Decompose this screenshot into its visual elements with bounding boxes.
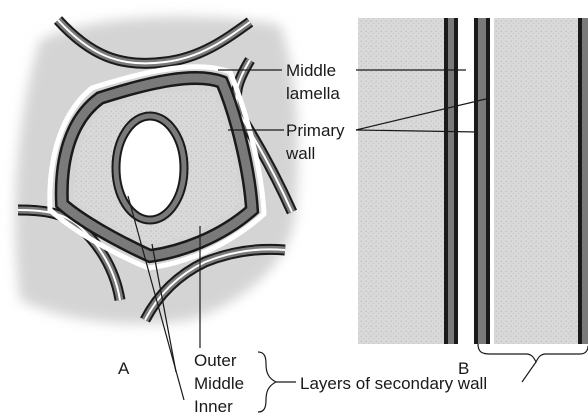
- b-outer-layer-right: [486, 18, 490, 344]
- label-outer: Outer: [194, 351, 237, 370]
- b-middle-layer-left: [448, 18, 454, 344]
- label-middle: Middle: [194, 374, 244, 393]
- label-middle-lamella-line2: lamella: [286, 84, 340, 103]
- b-outer-layer-left: [444, 18, 448, 344]
- b-inner-layer-left: [454, 18, 458, 344]
- label-primary-wall-line2: wall: [285, 144, 315, 163]
- panel-b-longitudinal-section: [358, 18, 588, 344]
- bracket-panel-b: [478, 344, 588, 362]
- panel-b-right-cell: [494, 18, 588, 344]
- label-inner: Inner: [194, 397, 233, 416]
- b-lamella-gap: [458, 18, 474, 344]
- panel-a-cross-section: [15, 17, 298, 324]
- label-panel-a: A: [118, 359, 130, 378]
- leader-layers-b: [522, 362, 536, 382]
- label-layers-secondary-wall: Layers of secondary wall: [300, 374, 487, 393]
- panel-b-left-cell: [358, 18, 444, 344]
- b-edge-wall: [578, 18, 582, 344]
- label-primary-wall-line1: Primary: [286, 121, 345, 140]
- label-middle-lamella-line1: Middle: [286, 61, 336, 80]
- b-middle-layer-right: [478, 18, 486, 344]
- bracket-secondary-wall: [258, 352, 276, 412]
- b-inner-layer-right: [474, 18, 478, 344]
